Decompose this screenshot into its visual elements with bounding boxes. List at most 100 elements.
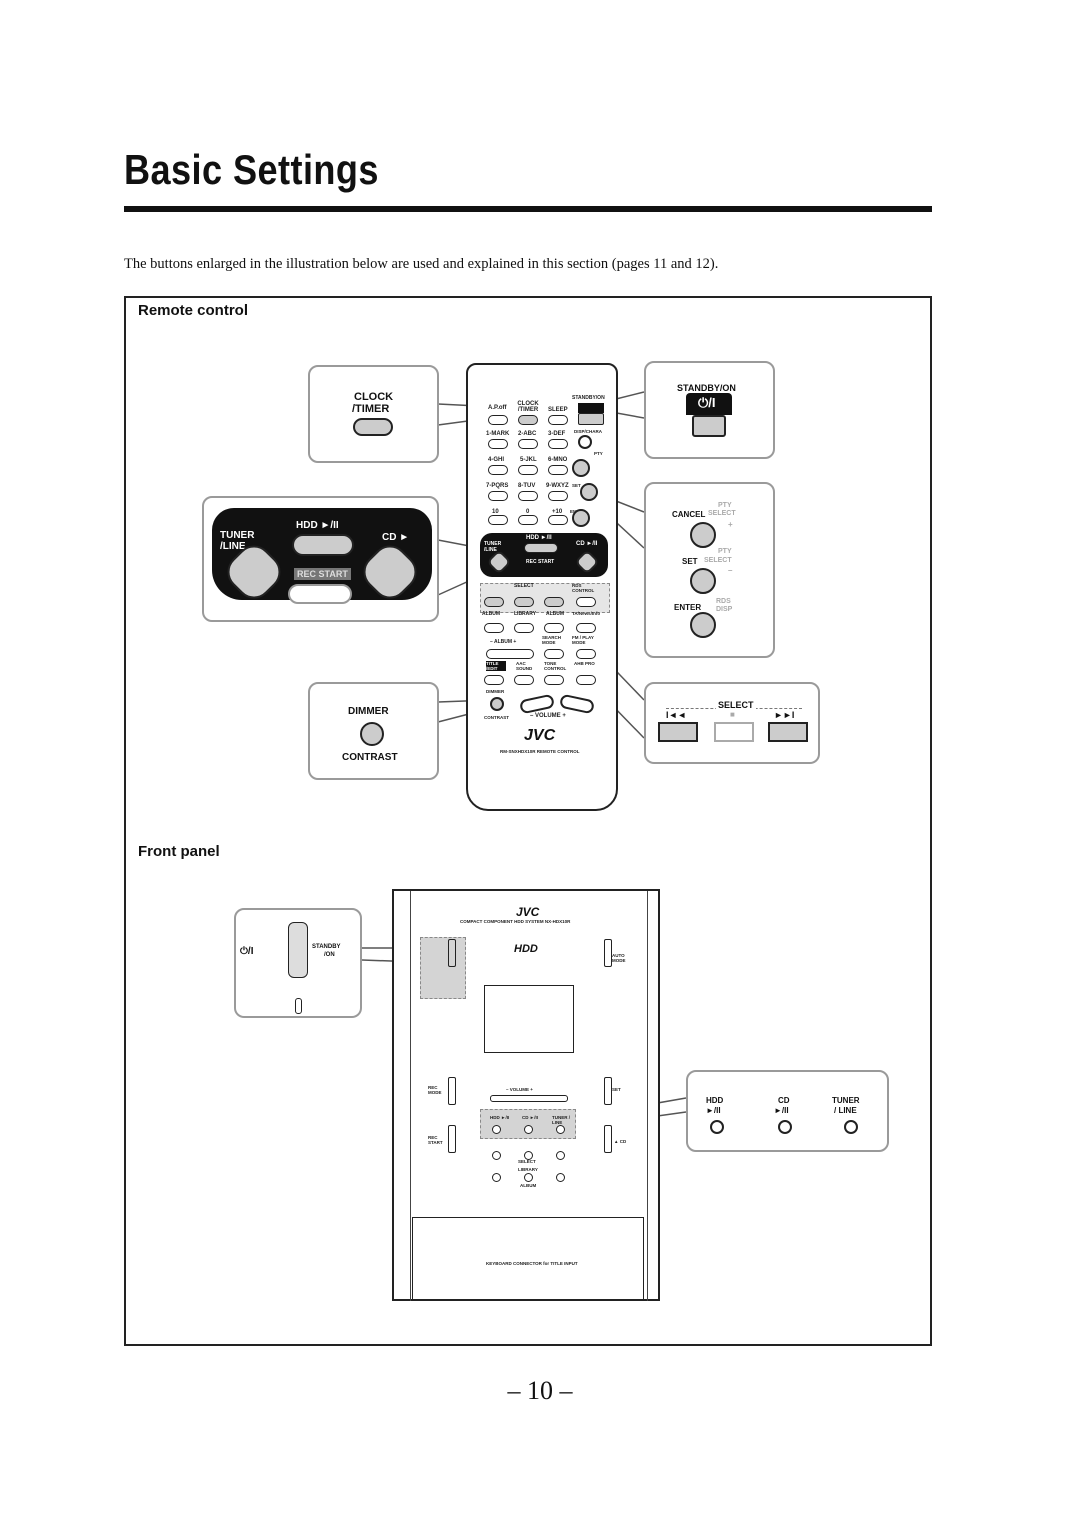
- dimmer-button[interactable]: [360, 722, 384, 746]
- remote-disp-button[interactable]: [578, 435, 592, 449]
- remote-key-4-button[interactable]: [488, 465, 508, 475]
- next-button[interactable]: [768, 722, 808, 742]
- front-prev-dot[interactable]: [492, 1151, 501, 1160]
- clock-timer-button[interactable]: [353, 418, 393, 436]
- play-highlight: [480, 1109, 576, 1139]
- remote-standby-button[interactable]: [578, 413, 604, 425]
- remote-hdd: HDD ►/II: [526, 535, 552, 541]
- front-keyboard: KEYBOARD CONNECTOR for TITLE INPUT: [486, 1261, 578, 1266]
- front-standby-callout: ⏻/I STANDBY /ON: [234, 908, 362, 1018]
- remote-key-plus10-button[interactable]: [548, 515, 568, 525]
- enter-button[interactable]: [690, 612, 716, 638]
- remote-key-5-button[interactable]: [518, 465, 538, 475]
- front-volume: – VOLUME +: [506, 1087, 533, 1092]
- front-panel-heading: Front panel: [138, 843, 220, 860]
- front-set-button[interactable]: [604, 1077, 612, 1105]
- remote-fm-button[interactable]: [576, 649, 596, 659]
- remote-search-button[interactable]: [544, 649, 564, 659]
- front-hdd-play-icon: ►/II: [706, 1106, 721, 1115]
- remote-hdd-button[interactable]: [524, 543, 558, 553]
- rec-start-button[interactable]: [288, 584, 352, 604]
- remote-library-button[interactable]: [514, 623, 534, 633]
- remote-album-prev-button[interactable]: [484, 623, 504, 633]
- front-standby-label: STANDBY: [312, 944, 341, 950]
- remote-key-6-button[interactable]: [548, 465, 568, 475]
- remote-set-button[interactable]: [580, 483, 598, 501]
- front-cd-button[interactable]: [778, 1120, 792, 1134]
- remote-fm-play-mode: FM / PLAY MODE: [572, 635, 594, 645]
- front-tuner-button[interactable]: [844, 1120, 858, 1134]
- front-library-dot[interactable]: [524, 1173, 533, 1182]
- front-auto-mode-button[interactable]: [604, 939, 612, 967]
- front-cd-dot[interactable]: [524, 1125, 533, 1134]
- remote-key-8-button[interactable]: [518, 491, 538, 501]
- front-tuner-dot[interactable]: [556, 1125, 565, 1134]
- stop-button[interactable]: [714, 722, 754, 742]
- front-tuner-label: TUNER: [832, 1096, 860, 1105]
- remote-sleep-button[interactable]: [548, 415, 568, 425]
- front-album-prev-dot[interactable]: [492, 1173, 501, 1182]
- front-album-next-dot[interactable]: [556, 1173, 565, 1182]
- remote-dimmer-button[interactable]: [490, 697, 504, 711]
- remote-key-4: 4-GHI: [488, 457, 505, 463]
- front-volume-slider[interactable]: [490, 1095, 568, 1102]
- remote-title-button[interactable]: [484, 675, 504, 685]
- remote-enter-button[interactable]: [572, 509, 590, 527]
- remote-clock-button[interactable]: [518, 415, 538, 425]
- front-next-dot[interactable]: [556, 1151, 565, 1160]
- remote-prev-button[interactable]: [484, 597, 504, 607]
- remote-album-prev: ALBUM: [482, 611, 501, 617]
- remote-repeat-button[interactable]: [576, 623, 596, 633]
- front-model: COMPACT COMPONENT HDD SYSTEM NX-HDX10R: [460, 919, 571, 924]
- remote-next-button[interactable]: [544, 597, 564, 607]
- front-hdd-dot[interactable]: [492, 1125, 501, 1134]
- remote-key-0-button[interactable]: [518, 515, 538, 525]
- remote-select: SELECT: [514, 583, 534, 589]
- front-hdd-button[interactable]: [710, 1120, 724, 1134]
- remote-key-1-button[interactable]: [488, 439, 508, 449]
- front-cd-play-icon: ►/II: [774, 1106, 789, 1115]
- remote-cancel-button[interactable]: [572, 459, 590, 477]
- front-rec-mode-button[interactable]: [448, 1077, 456, 1105]
- front-eject-button[interactable]: [604, 1125, 612, 1153]
- set-button[interactable]: [690, 568, 716, 594]
- remote-key-10-button[interactable]: [488, 515, 508, 525]
- remote-key-5: 5-JKL: [520, 457, 537, 463]
- pty-label-2: PTY: [718, 548, 732, 555]
- remote-rds-button[interactable]: [576, 597, 596, 607]
- remote-aac-sound: AAC SOUND: [516, 661, 533, 671]
- remote-aac-button[interactable]: [514, 675, 534, 685]
- front-rec-start-button[interactable]: [448, 1125, 456, 1153]
- remote-album-next-button[interactable]: [544, 623, 564, 633]
- standby-button[interactable]: [692, 415, 726, 437]
- remote-key-7-button[interactable]: [488, 491, 508, 501]
- remote-aproff-button[interactable]: [488, 415, 508, 425]
- remote-clock-timer: CLOCK /TIMER: [517, 401, 539, 413]
- standby-callout: STANDBY/ON ⏻/I: [644, 361, 775, 459]
- hdd-play-button[interactable]: [292, 534, 354, 556]
- remote-album-pm-button[interactable]: [486, 649, 534, 659]
- front-standby-small[interactable]: [448, 939, 456, 967]
- remote-key-2-button[interactable]: [518, 439, 538, 449]
- front-cd-eject: ▲ CD: [614, 1139, 627, 1144]
- remote-volume-down-button[interactable]: [518, 693, 556, 715]
- remote-tone-button[interactable]: [544, 675, 564, 685]
- remote-ahb-button[interactable]: [576, 675, 596, 685]
- remote-stop-button[interactable]: [514, 597, 534, 607]
- prev-button[interactable]: [658, 722, 698, 742]
- rds-label: RDS: [716, 598, 731, 605]
- cancel-label: CANCEL: [672, 510, 706, 519]
- front-power-icon: ⏻/I: [240, 946, 254, 957]
- remote-volume-up-button[interactable]: [558, 693, 596, 715]
- front-standby-button[interactable]: [288, 922, 308, 978]
- remote-key-9-button[interactable]: [548, 491, 568, 501]
- front-tuner-btn-label: TUNER / LINE: [552, 1115, 570, 1125]
- cancel-button[interactable]: [690, 522, 716, 548]
- front-unit-face: [410, 891, 648, 1301]
- front-library: LIBRARY: [518, 1167, 538, 1172]
- front-stop-dot[interactable]: [524, 1151, 533, 1160]
- remote-key-10: 10: [492, 509, 499, 515]
- remote-key-3-button[interactable]: [548, 439, 568, 449]
- remote-search-mode: SEARCH MODE: [542, 635, 562, 645]
- remote-album-pm: – ALBUM +: [490, 639, 517, 645]
